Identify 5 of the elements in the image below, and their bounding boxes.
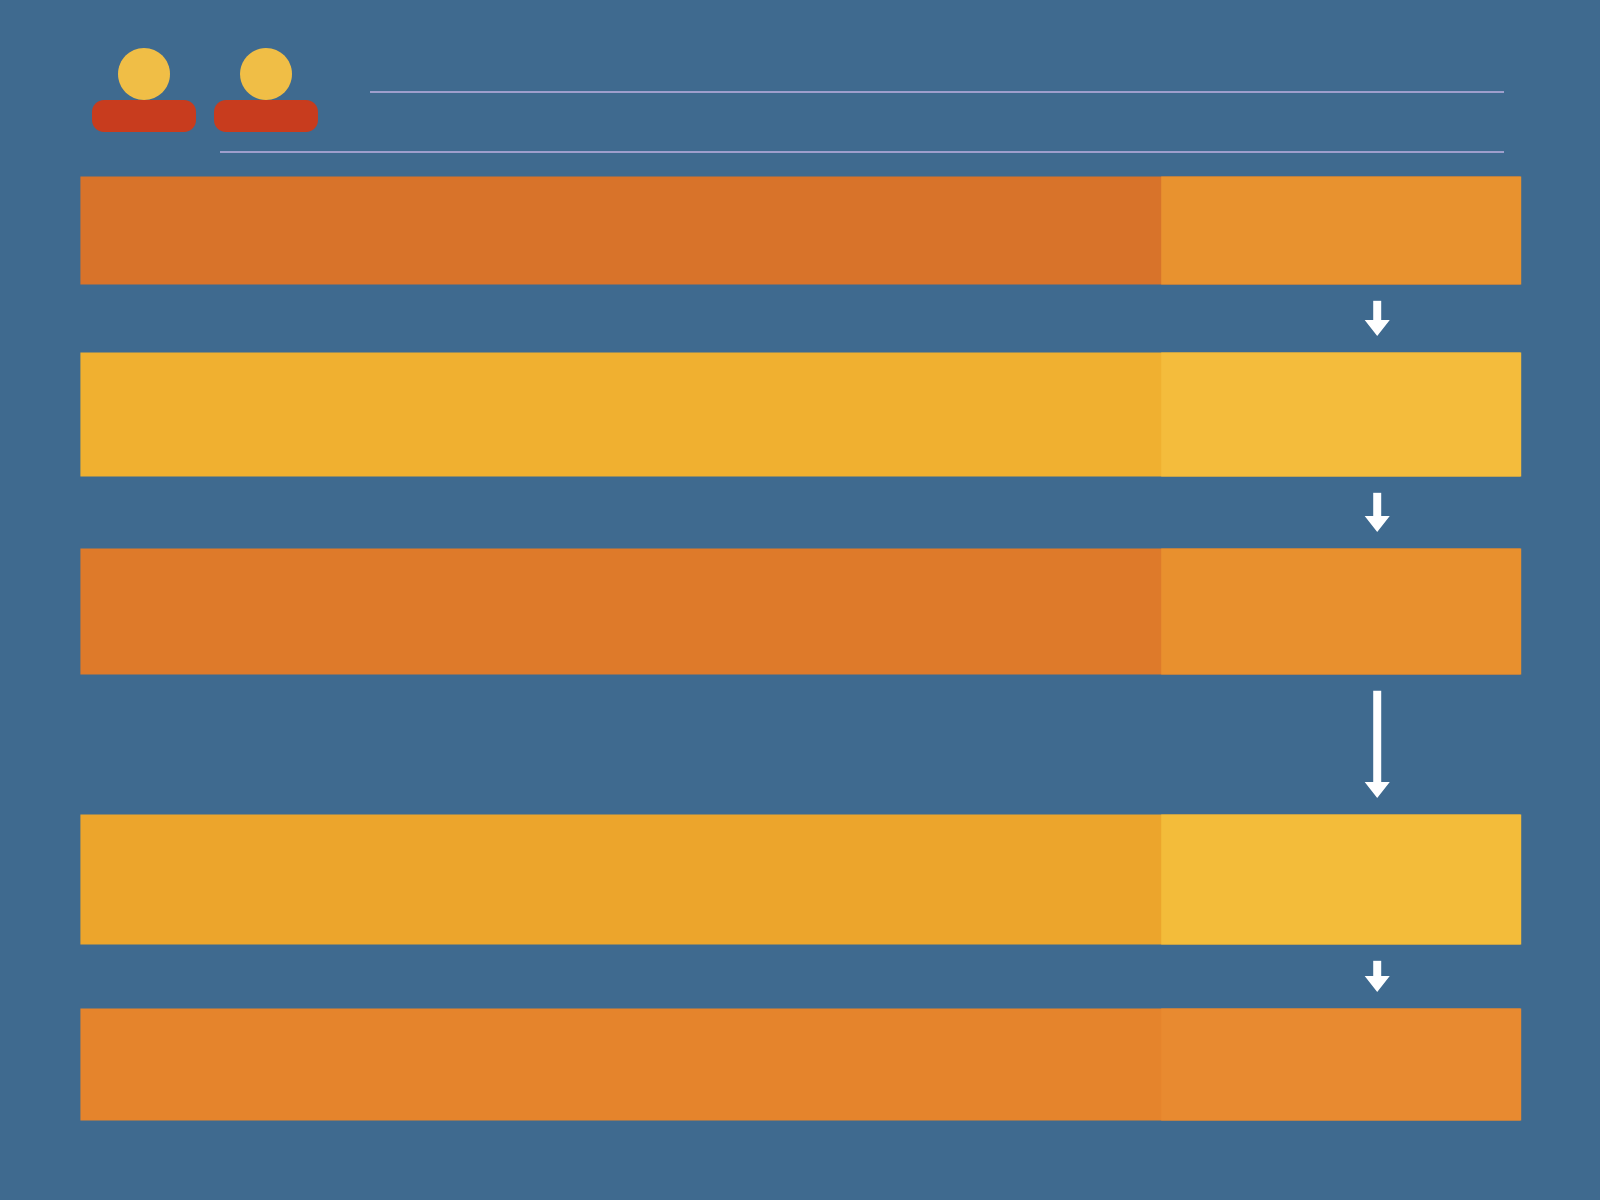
side-cell (1161, 176, 1522, 285)
side-cell (1161, 814, 1522, 945)
side-cell (1161, 352, 1522, 477)
side-cell (1161, 548, 1522, 675)
side-cell (1161, 1008, 1522, 1121)
